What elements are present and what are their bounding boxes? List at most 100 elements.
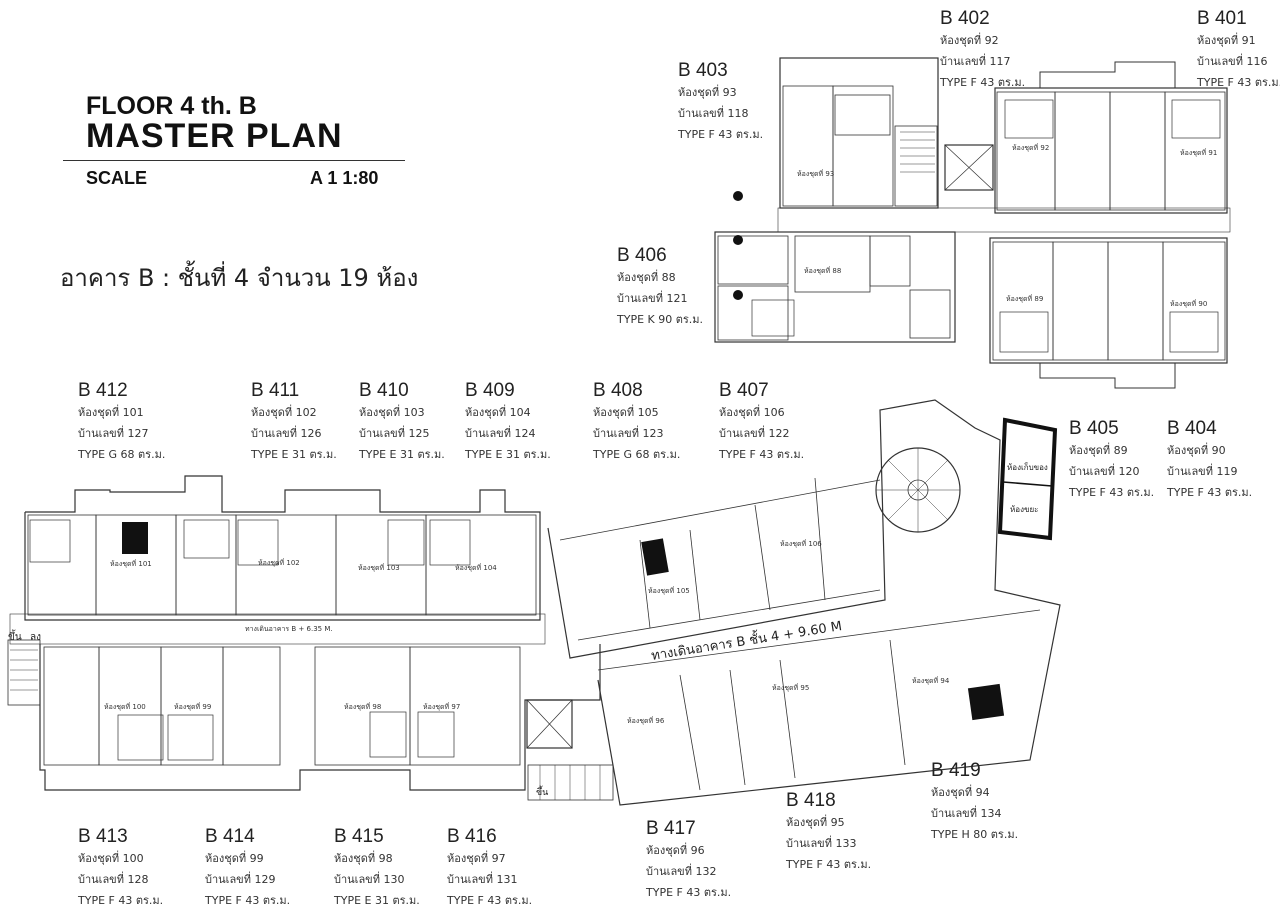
unit-room: ห้องชุดที่ 89	[1069, 444, 1128, 457]
unit-label-b417: B 417 ห้องชุดที่ 96 บ้านเลขที่ 132 TYPE …	[646, 818, 731, 903]
unit-code: B 415	[334, 826, 384, 847]
stair-up-label: ขึ้น	[8, 629, 22, 643]
unit-label-b416: B 416 ห้องชุดที่ 97 บ้านเลขที่ 131 TYPE …	[447, 826, 532, 911]
unit-house: บ้านเลขที่ 127	[78, 427, 149, 440]
unit-label-b418: B 418 ห้องชุดที่ 95 บ้านเลขที่ 133 TYPE …	[786, 790, 871, 875]
unit-code: B 407	[719, 380, 769, 401]
building-summary: อาคาร B : ชั้นที่ 4 จำนวน 19 ห้อง	[60, 264, 419, 292]
unit-house: บ้านเลขที่ 133	[786, 837, 857, 850]
unit-house: บ้านเลขที่ 130	[334, 873, 405, 886]
plan-label-r98: ห้องชุดที่ 98	[344, 702, 381, 711]
unit-label-b411: B 411 ห้องชุดที่ 102 บ้านเลขที่ 126 TYPE…	[251, 380, 337, 465]
unit-room: ห้องชุดที่ 96	[646, 844, 705, 857]
unit-house: บ้านเลขที่ 132	[646, 865, 717, 878]
plan-label-r102: ห้องชุดที่ 102	[258, 558, 300, 567]
unit-type: TYPE H 80 ตร.ม.	[931, 828, 1019, 841]
unit-label-b407: B 407 ห้องชุดที่ 106 บ้านเลขที่ 122 TYPE…	[719, 380, 804, 465]
unit-house: บ้านเลขที่ 117	[940, 55, 1011, 68]
unit-house: บ้านเลขที่ 116	[1197, 55, 1268, 68]
plan-label-r96: ห้องชุดที่ 96	[627, 716, 665, 725]
unit-label-b406: B 406 ห้องชุดที่ 88 บ้านเลขที่ 121 TYPE …	[617, 245, 703, 330]
unit-code: B 417	[646, 818, 696, 839]
unit-room: ห้องชุดที่ 99	[205, 852, 264, 865]
unit-code: B 414	[205, 826, 255, 847]
unit-code: B 405	[1069, 418, 1119, 439]
floor-label: FLOOR 4 th. B	[86, 92, 257, 120]
unit-type: TYPE E 31 ตร.ม.	[465, 448, 551, 461]
unit-label-b412: B 412 ห้องชุดที่ 101 บ้านเลขที่ 127 TYPE…	[78, 380, 165, 465]
unit-type: TYPE F 43 ตร.ม.	[205, 894, 291, 907]
unit-type: TYPE F 43 ตร.ม.	[1197, 76, 1280, 89]
unit-label-b413: B 413 ห้องชุดที่ 100 บ้านเลขที่ 128 TYPE…	[78, 826, 163, 911]
unit-room: ห้องชุดที่ 95	[786, 816, 845, 829]
unit-type: TYPE F 43 ตร.ม.	[678, 128, 764, 141]
unit-code: B 416	[447, 826, 497, 847]
unit-room: ห้องชุดที่ 98	[334, 852, 393, 865]
unit-room: ห้องชุดที่ 97	[447, 852, 506, 865]
unit-label-b415: B 415 ห้องชุดที่ 98 บ้านเลขที่ 130 TYPE …	[334, 826, 420, 911]
unit-type: TYPE F 43 ตร.ม.	[447, 894, 533, 907]
unit-type: TYPE F 43 ตร.ม.	[78, 894, 164, 907]
plan-title: MASTER PLAN	[86, 117, 343, 155]
plan-label-r103: ห้องชุดที่ 103	[358, 563, 400, 572]
plan-label-r101: ห้องชุดที่ 101	[110, 559, 152, 568]
unit-room: ห้องชุดที่ 90	[1167, 444, 1226, 457]
unit-room: ห้องชุดที่ 101	[78, 406, 144, 419]
unit-type: TYPE F 43 ตร.ม.	[1167, 486, 1253, 499]
unit-type: TYPE F 43 ตร.ม.	[786, 858, 872, 871]
unit-code: B 418	[786, 790, 836, 811]
plan-label-r90: ห้องชุดที่ 90	[1170, 299, 1207, 308]
unit-code: B 401	[1197, 8, 1247, 29]
plan-label-r104: ห้องชุดที่ 104	[455, 563, 497, 572]
unit-code: B 406	[617, 245, 667, 266]
unit-room: ห้องชุดที่ 100	[78, 852, 144, 865]
plan-label-r93: ห้องชุดที่ 93	[797, 169, 834, 178]
unit-house: บ้านเลขที่ 124	[465, 427, 536, 440]
unit-type: TYPE F 43 ตร.ม.	[719, 448, 805, 461]
unit-room: ห้องชุดที่ 94	[931, 786, 990, 799]
unit-label-b403: B 403 ห้องชุดที่ 93 บ้านเลขที่ 118 TYPE …	[678, 60, 763, 145]
unit-label-b405: B 405 ห้องชุดที่ 89 บ้านเลขที่ 120 TYPE …	[1069, 418, 1154, 503]
plan-label-r92: ห้องชุดที่ 92	[1012, 143, 1049, 152]
unit-room: ห้องชุดที่ 93	[678, 86, 737, 99]
unit-code: B 419	[931, 760, 981, 781]
unit-label-b409: B 409 ห้องชุดที่ 104 บ้านเลขที่ 124 TYPE…	[465, 380, 551, 465]
unit-type: TYPE F 43 ตร.ม.	[1069, 486, 1155, 499]
unit-house: บ้านเลขที่ 118	[678, 107, 749, 120]
unit-house: บ้านเลขที่ 123	[593, 427, 664, 440]
plan-label-r94: ห้องชุดที่ 94	[912, 676, 950, 685]
unit-room: ห้องชุดที่ 102	[251, 406, 317, 419]
unit-code: B 410	[359, 380, 409, 401]
plan-label-r106: ห้องชุดที่ 106	[780, 539, 822, 548]
plan-label-r100: ห้องชุดที่ 100	[104, 702, 146, 711]
storage-room-label: ห้องเก็บของ	[1007, 462, 1048, 472]
unit-code: B 411	[251, 380, 300, 401]
west-wing	[7, 475, 614, 801]
unit-house: บ้านเลขที่ 125	[359, 427, 430, 440]
unit-type: TYPE E 31 ตร.ม.	[334, 894, 420, 907]
plan-label-r105: ห้องชุดที่ 105	[648, 586, 690, 595]
unit-label-b410: B 410 ห้องชุดที่ 103 บ้านเลขที่ 125 TYPE…	[359, 380, 445, 465]
plan-label-r99: ห้องชุดที่ 99	[174, 702, 211, 711]
unit-room: ห้องชุดที่ 106	[719, 406, 785, 419]
plan-label-r89: ห้องชุดที่ 89	[1006, 294, 1043, 303]
unit-label-b402: B 402 ห้องชุดที่ 92 บ้านเลขที่ 117 TYPE …	[940, 8, 1025, 93]
unit-house: บ้านเลขที่ 126	[251, 427, 322, 440]
unit-type: TYPE F 43 ตร.ม.	[940, 76, 1026, 89]
unit-code: B 413	[78, 826, 128, 847]
plan-label-r91: ห้องชุดที่ 91	[1180, 148, 1217, 157]
unit-label-b401: B 401 ห้องชุดที่ 91 บ้านเลขที่ 116 TYPE …	[1197, 8, 1280, 93]
east-wing	[547, 399, 1061, 806]
unit-room: ห้องชุดที่ 104	[465, 406, 531, 419]
unit-type: TYPE F 43 ตร.ม.	[646, 886, 732, 899]
scale-label: SCALE	[86, 168, 148, 188]
unit-code: B 404	[1167, 418, 1217, 439]
plan-label-r95: ห้องชุดที่ 95	[772, 683, 809, 692]
unit-code: B 408	[593, 380, 643, 401]
unit-type: TYPE G 68 ตร.ม.	[78, 448, 166, 461]
plan-label-r88: ห้องชุดที่ 88	[804, 266, 841, 275]
unit-house: บ้านเลขที่ 128	[78, 873, 149, 886]
unit-house: บ้านเลขที่ 129	[205, 873, 276, 886]
unit-code: B 412	[78, 380, 128, 401]
